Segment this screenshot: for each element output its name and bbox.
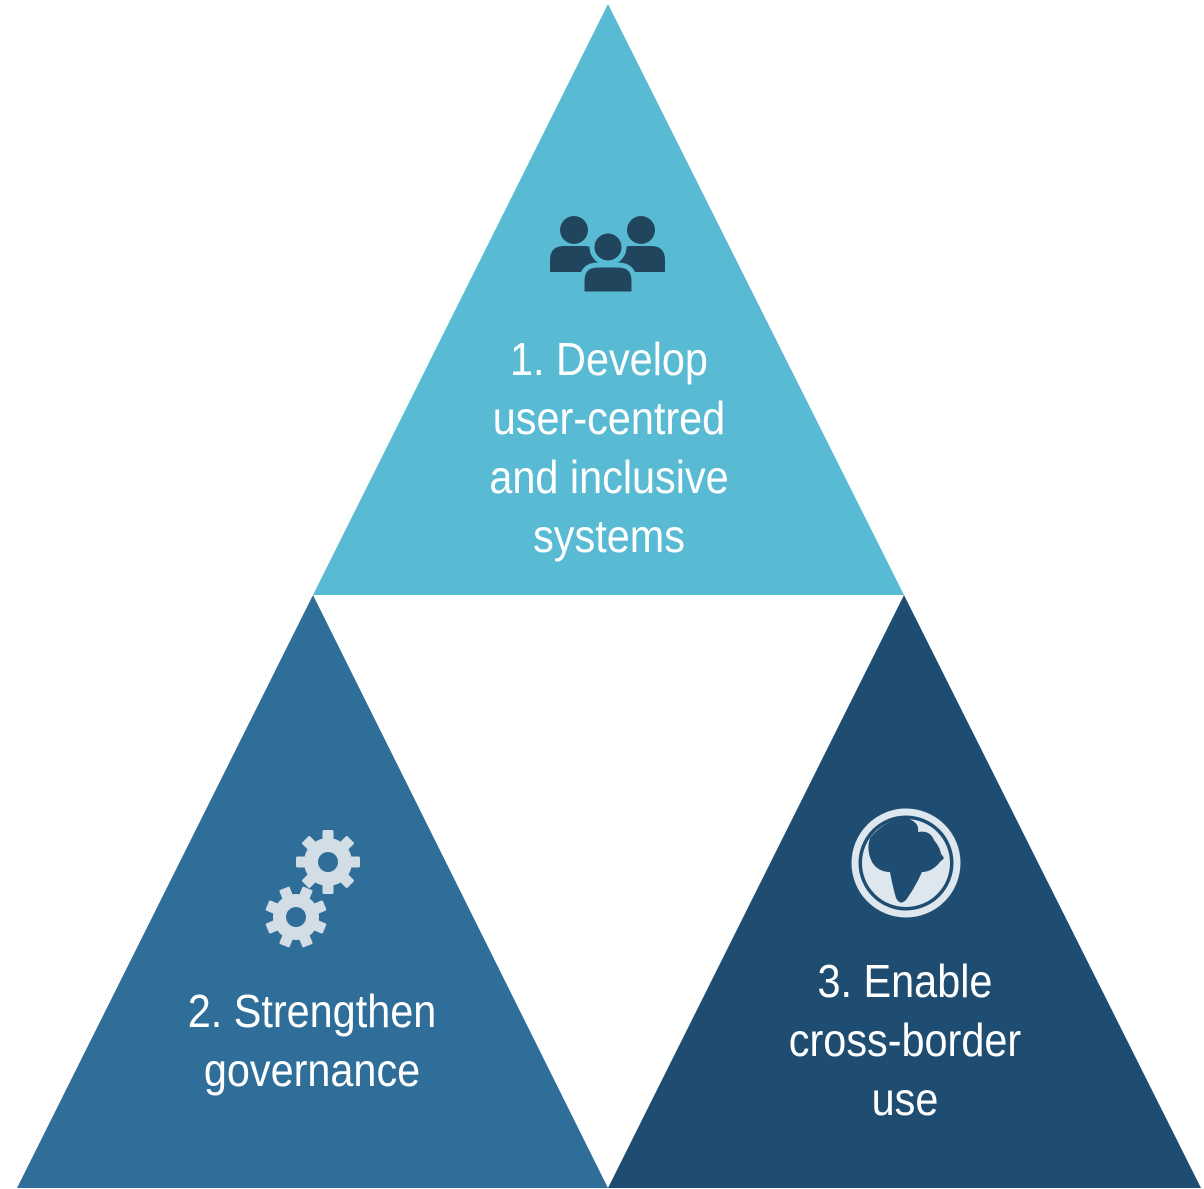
pillar-1-line-3: and inclusive bbox=[489, 451, 729, 503]
pillar-1-line-1: 1. Develop bbox=[510, 333, 708, 385]
pillar-1-line-2: user-centred bbox=[492, 392, 726, 444]
pillar-1-label: 1. Develop user-centred and inclusive sy… bbox=[429, 330, 789, 566]
pillar-3-line-1: 3. Enable bbox=[817, 955, 993, 1007]
pillar-2-label: 2. Strengthen governance bbox=[132, 982, 492, 1100]
gear-lower-icon bbox=[265, 886, 327, 948]
pillar-1-line-4: systems bbox=[533, 510, 685, 562]
pillar-3-label: 3. Enable cross-border use bbox=[725, 952, 1085, 1129]
pillar-2-triangle bbox=[17, 595, 608, 1188]
gears-icon bbox=[265, 830, 360, 948]
pillar-1-triangle bbox=[313, 4, 904, 595]
pillar-3-line-2: cross-border bbox=[788, 1014, 1022, 1066]
pillar-3-line-3: use bbox=[871, 1073, 939, 1125]
globe-icon bbox=[851, 808, 961, 918]
gear-upper-icon bbox=[296, 830, 360, 894]
people-group-icon bbox=[550, 216, 665, 297]
pillar-2-line-1: 2. Strengthen bbox=[187, 985, 437, 1037]
pillar-2-line-2: governance bbox=[203, 1044, 421, 1096]
